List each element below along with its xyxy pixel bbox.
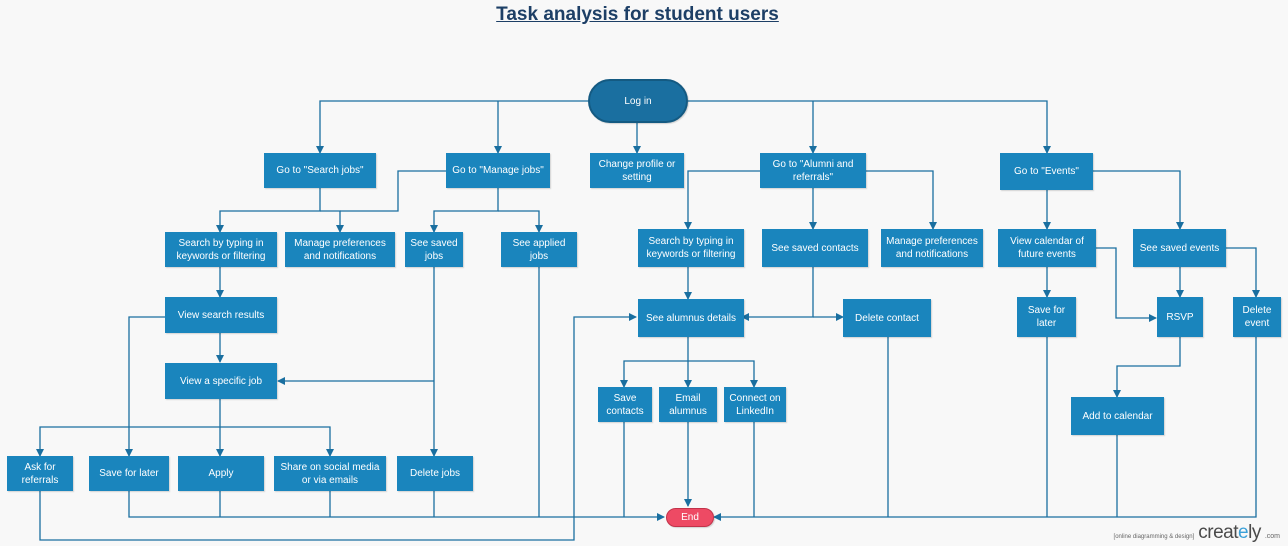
logo-part-1: creat xyxy=(1198,522,1239,543)
save-event-later-node[interactable]: Save for later xyxy=(1017,297,1076,337)
saved-jobs-node[interactable]: See saved jobs xyxy=(405,232,463,267)
connect-linkedin-node[interactable]: Connect on LinkedIn xyxy=(724,387,786,422)
saved-events-node[interactable]: See saved events xyxy=(1133,229,1226,267)
save-job-later-node[interactable]: Save for later xyxy=(89,456,169,491)
add-calendar-node[interactable]: Add to calendar xyxy=(1071,397,1164,435)
view-results-node[interactable]: View search results xyxy=(165,297,277,333)
events-node[interactable]: Go to "Events" xyxy=(1000,153,1093,190)
diagram-title: Task analysis for student users xyxy=(496,4,779,25)
alumni-search-typing-node[interactable]: Search by typing in keywords or filterin… xyxy=(638,229,744,267)
email-alumnus-node[interactable]: Email alumnus xyxy=(659,387,717,422)
logo-part-accent: e xyxy=(1238,522,1249,543)
view-job-node[interactable]: View a specific job xyxy=(165,363,277,399)
manage-jobs-node[interactable]: Go to "Manage jobs" xyxy=(446,153,550,188)
calendar-events-node[interactable]: View calendar of future events xyxy=(998,229,1096,267)
save-contacts-node[interactable]: Save contacts xyxy=(598,387,652,422)
job-manage-prefs-node[interactable]: Manage preferences and notifications xyxy=(285,232,395,267)
creately-watermark: [online diagramming & design] creately .… xyxy=(1114,522,1280,544)
apply-node[interactable]: Apply xyxy=(178,456,264,491)
end-node[interactable]: End xyxy=(666,508,714,527)
delete-contact-node[interactable]: Delete contact xyxy=(843,299,931,337)
login-node[interactable]: Log in xyxy=(588,79,688,123)
share-social-node[interactable]: Share on social media or via emails xyxy=(274,456,386,491)
job-search-typing-node[interactable]: Search by typing in keywords or filterin… xyxy=(165,232,277,267)
saved-contacts-node[interactable]: See saved contacts xyxy=(762,229,868,267)
watermark-tagline: [online diagramming & design] xyxy=(1113,534,1195,540)
applied-jobs-node[interactable]: See applied jobs xyxy=(501,232,577,267)
watermark-logo: creately xyxy=(1198,522,1261,544)
alumni-manage-prefs-node[interactable]: Manage preferences and notifications xyxy=(881,229,983,267)
search-jobs-node[interactable]: Go to "Search jobs" xyxy=(264,153,376,188)
delete-event-node[interactable]: Delete event xyxy=(1233,297,1281,337)
watermark-domain: .com xyxy=(1264,533,1280,540)
delete-jobs-node[interactable]: Delete jobs xyxy=(397,456,473,491)
logo-part-2: ly xyxy=(1248,522,1261,543)
rsvp-node[interactable]: RSVP xyxy=(1157,297,1203,337)
change-profile-node[interactable]: Change profile or setting xyxy=(590,153,684,188)
alumni-referrals-node[interactable]: Go to "Alumni and referrals" xyxy=(760,153,866,188)
alumnus-details-node[interactable]: See alumnus details xyxy=(638,299,744,337)
ask-referrals-node[interactable]: Ask for referrals xyxy=(7,456,73,491)
